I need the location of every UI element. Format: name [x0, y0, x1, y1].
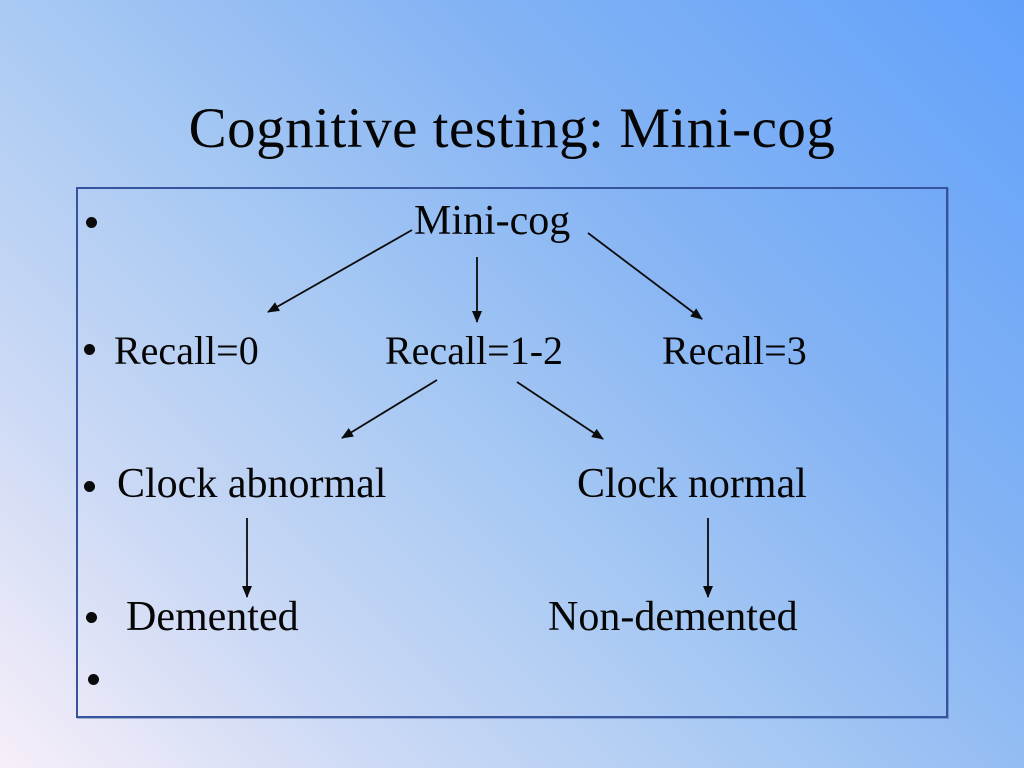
node-recall-1-2: Recall=1-2: [385, 328, 564, 373]
node-recall-3: Recall=3: [662, 328, 807, 373]
bullet-icon: [84, 344, 95, 355]
node-minicog: Mini-cog: [414, 198, 571, 244]
bullet-icon: [84, 481, 95, 492]
node-non-demented: Non-demented: [548, 594, 798, 640]
slide-title: Cognitive testing: Mini-cog: [188, 97, 836, 160]
node-demented: Demented: [126, 594, 299, 640]
diagram-border-box: [76, 187, 948, 718]
node-clock-abnormal: Clock abnormal: [117, 461, 387, 507]
node-clock-normal: Clock normal: [577, 461, 807, 507]
node-recall-0: Recall=0: [114, 328, 259, 373]
bullet-icon: [88, 674, 99, 685]
bullet-icon: [86, 612, 97, 623]
bullet-icon: [86, 217, 97, 228]
